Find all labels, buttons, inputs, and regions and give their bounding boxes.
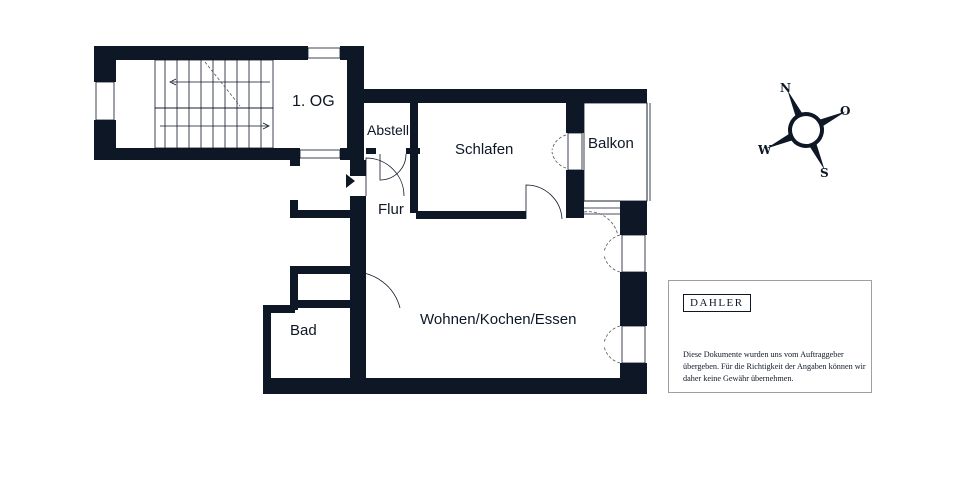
room-label-stairwell: 1. OG xyxy=(292,93,335,110)
compass-south: S xyxy=(820,166,829,180)
compass-west: W xyxy=(758,143,772,157)
company-logo: DAHLER xyxy=(683,294,751,312)
apartment-walls xyxy=(263,89,651,394)
disclaimer-box: DAHLER Diese Dokumente wurden uns vom Au… xyxy=(668,280,872,393)
staircase xyxy=(154,59,274,149)
door-swings xyxy=(346,134,621,364)
room-label-bath: Bad xyxy=(290,322,317,339)
room-label-living: Wohnen/Kochen/Essen xyxy=(420,311,577,328)
room-label-storage: Abstell xyxy=(367,122,410,138)
compass-east: O xyxy=(840,104,851,118)
room-label-bedroom: Schlafen xyxy=(455,141,514,158)
compass-rose xyxy=(766,90,846,170)
disclaimer-text: Diese Dokumente wurden uns vom Auftragge… xyxy=(683,350,866,383)
room-label-hallway: Flur xyxy=(378,201,404,218)
room-label-balcony: Balkon xyxy=(588,135,634,152)
compass-north: N xyxy=(780,81,791,95)
